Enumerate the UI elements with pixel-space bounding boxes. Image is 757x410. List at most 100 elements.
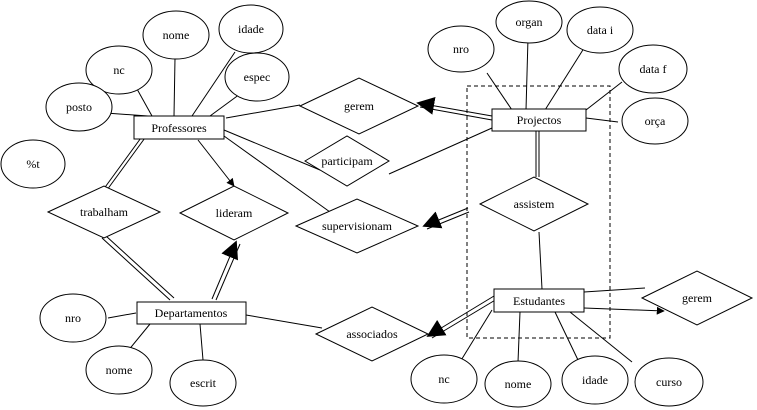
line-est-idade (554, 311, 579, 361)
line-proj-datai (544, 44, 587, 111)
rel-assistem-label: assistem (514, 197, 555, 211)
attr-pct-t (0, 139, 66, 189)
attr-proj-orca-label: orça (645, 114, 666, 128)
line-proj-organ (525, 37, 529, 111)
line-prof-participam (223, 129, 321, 171)
line-trabalham-dep-2 (105, 235, 175, 299)
arrow-assistem-supervisionam-1 (422, 207, 469, 229)
rel-associados-label: associados (346, 327, 398, 341)
attr-prof-posto (45, 82, 113, 132)
attr-est-nome-label: nome (505, 377, 532, 391)
entity-professores (133, 115, 225, 140)
line-prof-gerem (225, 104, 301, 119)
attr-proj-datai (566, 6, 634, 54)
attr-est-nc (410, 354, 478, 404)
line-est-gerem (583, 287, 646, 293)
line-prof-trabalham-1 (102, 130, 147, 191)
line-proj-nro (486, 72, 513, 111)
attr-est-nc-label: nc (438, 372, 449, 386)
rel-trabalham (46, 185, 162, 239)
line-proj-orca (585, 117, 619, 123)
attr-prof-nome-label: nome (163, 28, 190, 42)
rel-lideram (178, 185, 290, 241)
attr-est-idade-label: idade (582, 373, 608, 387)
arrow-assistem-supervisionam-2 (426, 211, 470, 230)
attr-prof-espec-label: espec (244, 70, 271, 84)
rel-gerem-proj-label: gerem (344, 99, 375, 113)
attr-est-idade (561, 355, 629, 405)
line-est-nc (459, 309, 493, 363)
attr-prof-nome (142, 10, 210, 60)
line-prof-idade (191, 51, 236, 117)
attr-dep-nome (85, 345, 153, 395)
attr-est-curso (634, 357, 704, 407)
rel-associados (314, 306, 430, 362)
entity-boxes (133, 108, 587, 325)
rel-supervisionam-label: supervisionam (322, 219, 393, 233)
labels: Professores Projectos Departamentos Estu… (26, 15, 712, 391)
attr-proj-datai-label: data i (587, 23, 614, 37)
line-proj-dataf (585, 81, 623, 111)
arrow-proj-gerem-2 (419, 106, 493, 121)
attr-proj-dataf-label: data f (640, 62, 667, 76)
rel-lideram-label: lideram (216, 206, 253, 220)
attr-dep-nro (39, 293, 107, 343)
rel-participam (304, 135, 390, 187)
rel-participam-label: participam (321, 154, 373, 168)
attr-pct-t-label: %t (26, 157, 40, 171)
attr-proj-nro (427, 25, 495, 73)
line-prof-supervisionam (223, 135, 331, 213)
entity-projectos (491, 108, 587, 132)
attribute-ellipses (0, 0, 704, 408)
rel-gerem-est-label: gerem (682, 291, 713, 305)
line-est-curso (569, 311, 633, 363)
attr-proj-nro-label: nro (453, 42, 469, 56)
arrow-est-associados-1 (426, 295, 495, 337)
attr-dep-nro-label: nro (65, 311, 81, 325)
attr-proj-dataf (618, 44, 688, 94)
entity-estudantes (493, 288, 585, 313)
arrow-est-gerem (583, 306, 665, 315)
line-proj-participam (388, 127, 493, 175)
rel-trabalham-label: trabalham (80, 205, 129, 219)
arrow-lines (197, 96, 665, 339)
line-dep-associados (245, 314, 323, 329)
connector-lines (77, 37, 646, 363)
attr-dep-escrit (169, 359, 237, 407)
attr-prof-nc (85, 45, 153, 95)
rel-gerem-proj (298, 77, 420, 135)
line-trabalham-dep-1 (101, 237, 171, 301)
rel-supervisionam (294, 198, 420, 254)
arrow-proj-gerem-1 (416, 96, 493, 117)
rel-assistem (478, 176, 590, 232)
entity-estudantes-label: Estudantes (513, 294, 565, 308)
relationship-diamonds (46, 77, 754, 362)
arrow-dep-lideram-2 (215, 243, 241, 301)
attr-prof-nc-label: nc (113, 63, 124, 77)
attr-est-curso-label: curso (656, 375, 682, 389)
entity-departamentos (136, 301, 247, 325)
aggregation-box (466, 85, 611, 339)
arrow-prof-lideram (197, 139, 235, 187)
line-assistem-est (538, 231, 543, 290)
line-prof-trabalham-2 (106, 130, 151, 191)
entity-departamentos-label: Departamentos (155, 306, 228, 320)
line-prof-nome (173, 57, 176, 117)
line-dep-escrit (199, 323, 204, 361)
attr-est-nome (484, 360, 552, 408)
rel-gerem-est (640, 270, 754, 326)
attr-proj-organ (495, 0, 563, 44)
attr-prof-idade-label: idade (238, 22, 264, 36)
attr-dep-escrit-label: escrit (190, 376, 217, 390)
attr-proj-orca (621, 97, 689, 145)
arrow-dep-lideram-1 (211, 240, 239, 300)
entity-professores-label: Professores (151, 121, 207, 135)
arrow-est-associados-2 (431, 298, 498, 339)
line-prof-espec (209, 93, 241, 117)
line-dep-nro (107, 312, 137, 319)
attr-prof-espec (224, 52, 290, 102)
attr-proj-organ-label: organ (515, 15, 542, 29)
attr-prof-posto-label: posto (66, 100, 92, 114)
